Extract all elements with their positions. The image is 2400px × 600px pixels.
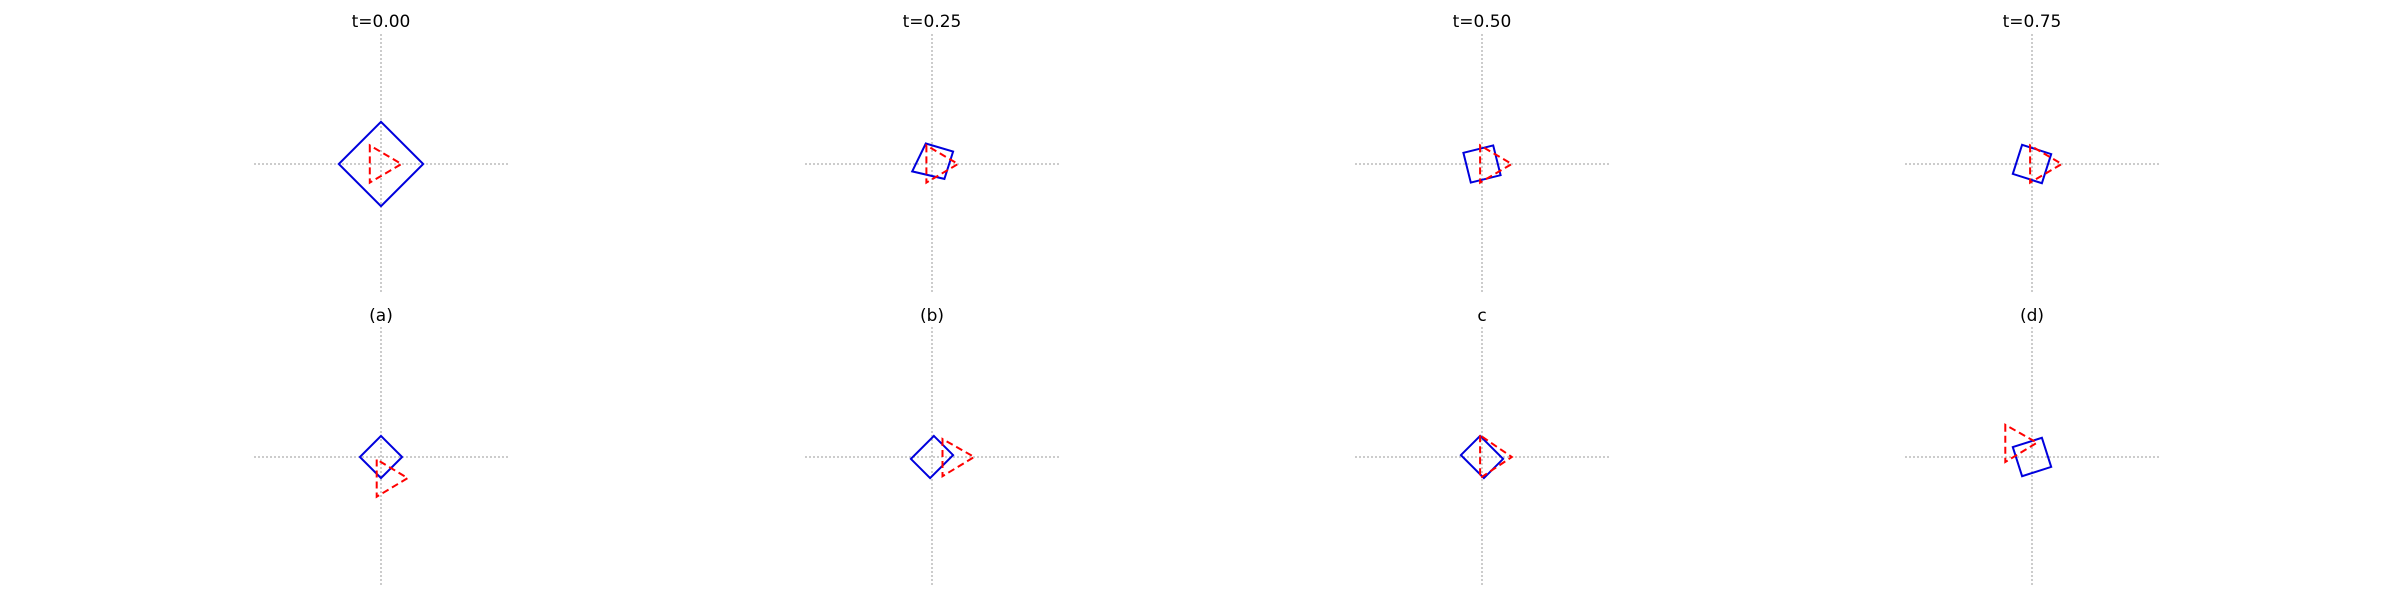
square-shape [358,434,404,480]
panel-title: c [1477,306,1486,326]
triangle-shape [368,143,404,185]
square-shape [337,120,425,208]
triangle-shape [1479,433,1514,480]
panel: (d) [1905,306,2159,587]
triangle-shape [1479,143,1514,185]
panel-title: t=0.25 [903,12,962,32]
panel-title: t=0.75 [2003,12,2062,32]
triangle-shape [941,437,977,478]
triangle-shape [375,457,410,499]
square-shape [909,434,955,480]
square-shape [2011,143,2053,185]
square-shape [1459,434,1505,480]
panel: t=0.25 [805,12,1059,294]
panel-title: (b) [920,306,944,326]
panel: t=0.50 [1355,12,1609,294]
panel: (a) [254,306,508,587]
panel: t=0.00 [254,12,508,294]
panel: (b) [805,306,1059,587]
square-shape [1462,144,1502,184]
panel-title: t=0.50 [1453,12,1512,32]
panel-title: (d) [2020,306,2044,326]
panel-title: t=0.00 [352,12,411,32]
panel: c [1355,306,1609,587]
panel-title: (a) [369,306,393,326]
triangle-shape [2029,143,2064,185]
triangle-shape [2004,423,2039,464]
square-shape [910,142,955,181]
panel: t=0.75 [1905,12,2159,294]
triangle-shape [925,143,960,185]
